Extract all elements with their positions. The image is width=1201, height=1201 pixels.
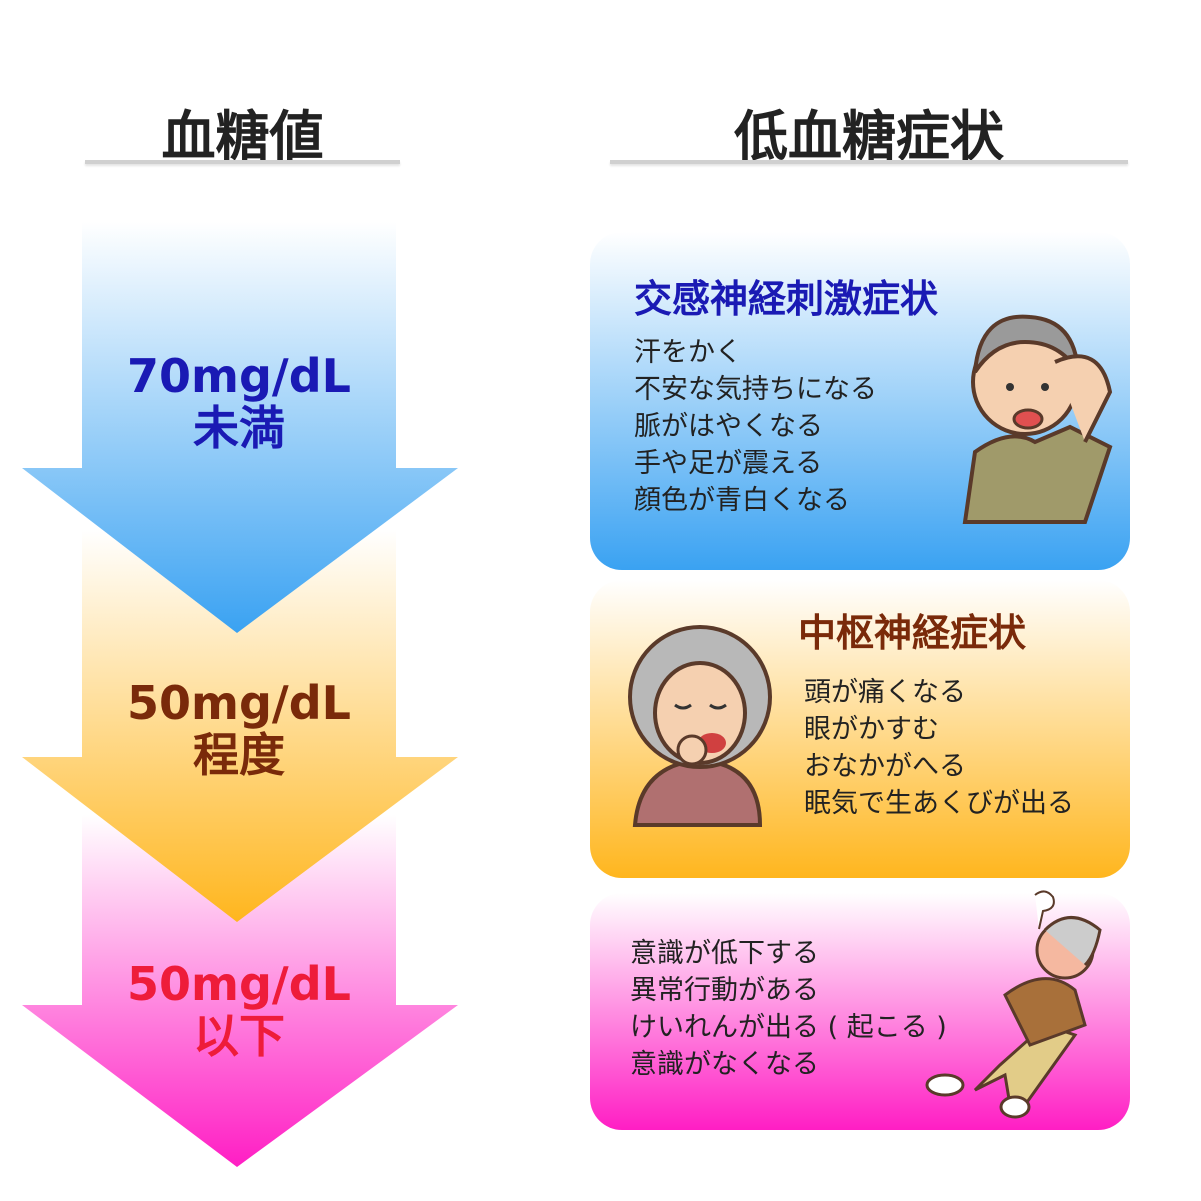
symptom-list: 頭が痛くなる 眼がかすむ おなかがへる 眠気で生あくびが出る [804, 674, 1074, 822]
symptom-item: 汗をかく [634, 337, 742, 368]
sympathetic-symptoms-card: 交感神経刺激症状 汗をかく 不安な気持ちになる 脈がはやくなる 手や足が震える … [590, 232, 1130, 570]
arrow-around-50 [22, 530, 458, 922]
symptom-item: 手や足が震える [634, 448, 823, 479]
symptom-item: おなかがへる [804, 751, 966, 782]
card-title: 中枢神経症状 [798, 611, 1027, 655]
symptom-item: けいれんが出る ( 起こる ) [630, 1012, 947, 1043]
blood-sugar-heading: 血糖値 [161, 105, 324, 168]
level-value: 70mg/dL [127, 349, 351, 403]
symptom-item: 頭が痛くなる [804, 677, 966, 708]
level-label-under-70: 70mg/dL 未満 [82, 350, 396, 454]
symptom-item: 脈がはやくなる [634, 411, 823, 442]
symptom-list: 意識が低下する 異常行動がある けいれんが出る ( 起こる ) 意識がなくなる [630, 935, 947, 1083]
card-title: 交感神経刺激症状 [634, 277, 939, 321]
collapsed-man-illustration [925, 890, 1102, 1119]
level-label-around-50: 50mg/dL 程度 [82, 677, 396, 781]
symptom-item: 眠気で生あくびが出る [804, 788, 1074, 819]
arrow-below-50 [22, 815, 458, 1167]
divider [610, 160, 1128, 164]
central-nervous-symptoms-card: 中枢神経症状 頭が痛くなる 眼がかすむ おなかがへる 眠気で生あくびが出る [590, 580, 1130, 878]
arrow-under-70 [22, 222, 458, 633]
level-value: 50mg/dL [127, 676, 351, 730]
symptom-item: 意識がなくなる [630, 1049, 819, 1080]
divider [85, 160, 400, 164]
symptom-item: 眼がかすむ [804, 714, 939, 745]
symptom-item: 顔色が青白くなる [634, 485, 850, 516]
symptom-list: 汗をかく 不安な気持ちになる 脈がはやくなる 手や足が震える 顔色が青白くなる [634, 334, 877, 519]
symptoms-heading: 低血糖症状 [734, 105, 1004, 168]
level-label-below-50: 50mg/dL 以下 [82, 958, 396, 1062]
symptom-item: 不安な気持ちになる [634, 374, 877, 405]
level-qualifier: 程度 [193, 728, 285, 782]
sweating-man-illustration [962, 314, 1113, 524]
yawning-woman-illustration [628, 625, 772, 827]
level-qualifier: 未満 [193, 401, 285, 455]
level-value: 50mg/dL [127, 957, 351, 1011]
symptom-item: 意識が低下する [630, 938, 819, 969]
symptom-item: 異常行動がある [630, 975, 819, 1006]
level-qualifier: 以下 [193, 1009, 285, 1063]
